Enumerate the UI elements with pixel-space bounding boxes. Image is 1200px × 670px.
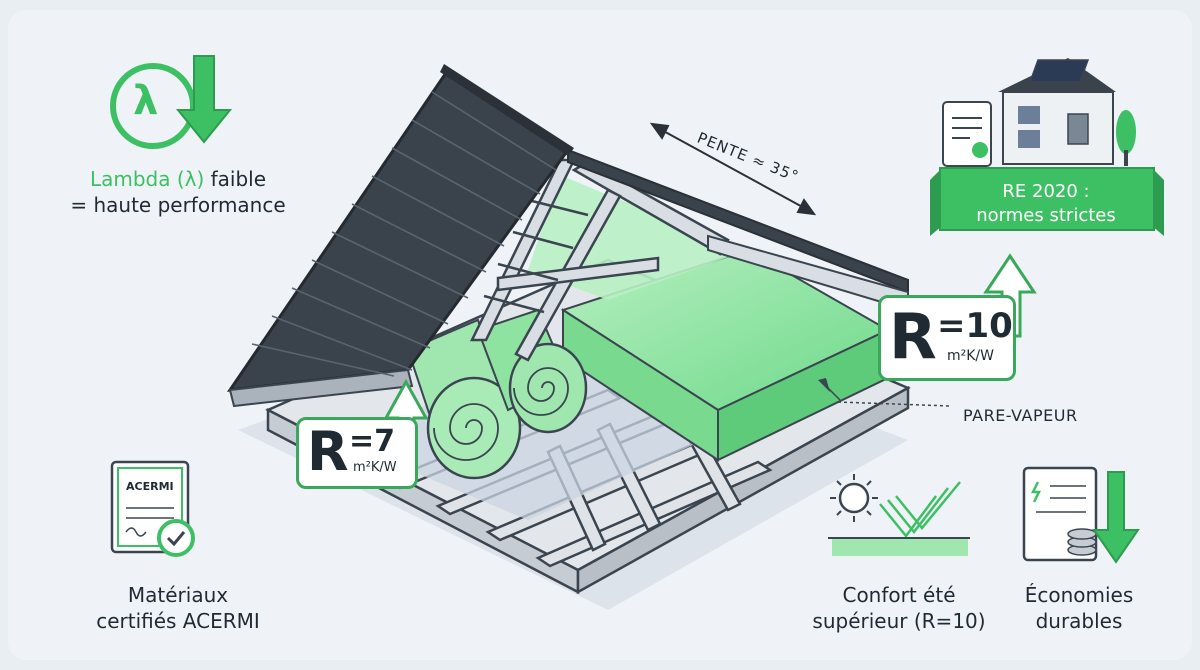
lambda-glyph: λ	[133, 78, 159, 124]
pare-vapeur-leader	[818, 378, 951, 407]
acermi-line2: certifiés ACERMI	[96, 609, 260, 633]
r7-letter: R	[307, 420, 349, 483]
infographic-canvas: λ Lambda (λ) faible = haute performance …	[8, 10, 1192, 660]
re2020-line1: RE 2020 :	[1002, 181, 1090, 202]
re2020-label: RE 2020 : normes strictes	[946, 180, 1146, 228]
insulation-roll-left	[406, 318, 522, 480]
lambda-highlight: Lambda (λ)	[89, 167, 205, 191]
sun-reflection-icon	[828, 474, 970, 556]
re2020-banner	[930, 167, 1164, 236]
confort-line2: supérieur (R=10)	[812, 609, 986, 633]
r10-value: =10	[937, 306, 1013, 346]
economies-caption: Économies durables	[1004, 582, 1154, 634]
r7-value: =7	[349, 424, 396, 459]
economies-line2: durables	[1035, 609, 1123, 633]
roof-slope	[226, 64, 574, 408]
r7-unit: m²K/W	[353, 460, 397, 475]
house-icon	[998, 58, 1136, 166]
lambda-line2: = haute performance	[70, 193, 286, 217]
economies-line1: Économies	[1024, 583, 1134, 607]
insulation-block	[560, 248, 891, 462]
re2020-line2: normes strictes	[976, 205, 1116, 226]
acermi-line1: Matériaux	[127, 583, 229, 607]
insulation-roll-right	[476, 308, 588, 434]
acermi-caption: Matériaux certifiés ACERMI	[68, 582, 288, 634]
r10-unit: m²K/W	[947, 348, 994, 364]
acermi-certificate-icon	[110, 460, 195, 557]
confort-line1: Confort été	[842, 583, 956, 607]
pare-vapeur-label: PARE-VAPEUR	[963, 406, 1078, 425]
lambda-line1-rest: faible	[204, 167, 267, 191]
r10-callout: R =10 m²K/W	[878, 295, 1016, 381]
acermi-badge-text: ACERMI	[126, 480, 174, 493]
illustration	[110, 55, 1164, 610]
slope-arrow	[649, 122, 817, 216]
savings-icon	[1022, 466, 1140, 564]
lambda-caption: Lambda (λ) faible = haute performance	[48, 166, 308, 218]
confort-caption: Confort été supérieur (R=10)	[794, 582, 1004, 634]
lambda-down-icon	[110, 55, 233, 149]
r7-callout: R =7 m²K/W	[296, 417, 418, 489]
roof-truss	[469, 158, 730, 362]
r10-letter: R	[889, 300, 937, 373]
certificate-icon	[942, 101, 992, 167]
